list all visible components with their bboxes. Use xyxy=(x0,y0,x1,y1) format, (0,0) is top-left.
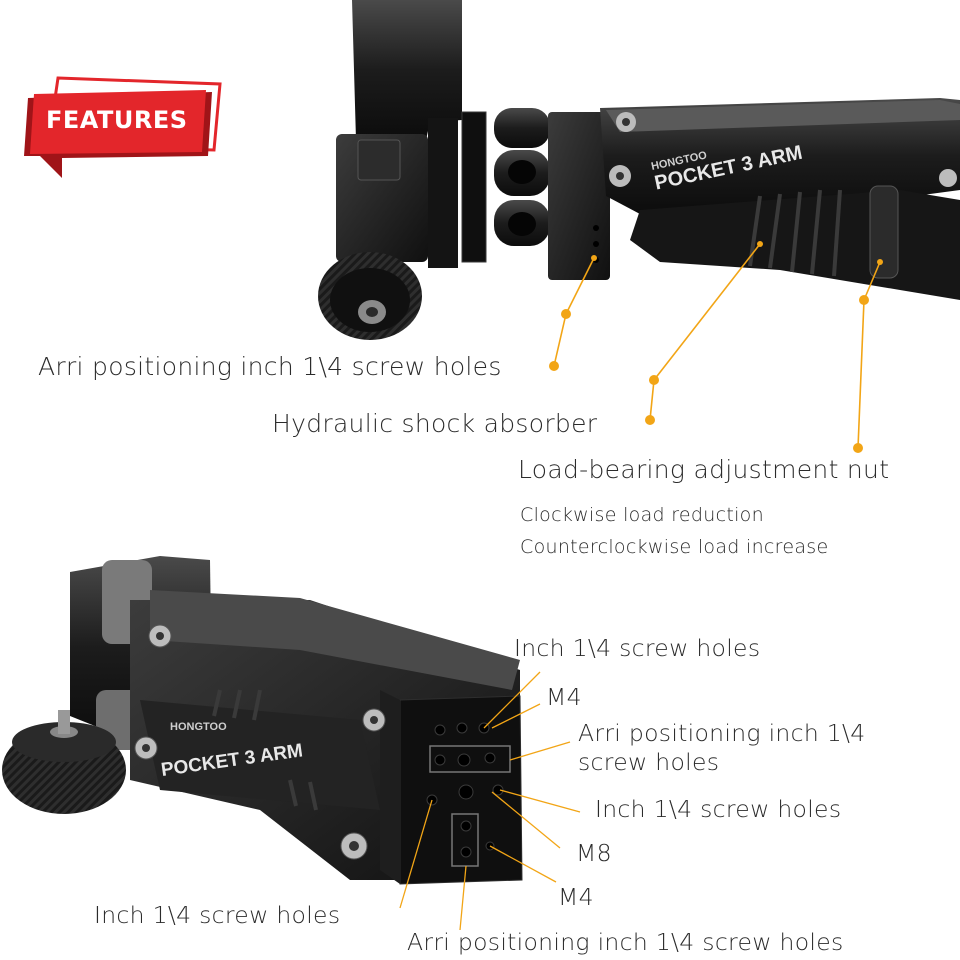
top-callout-dots xyxy=(549,241,883,453)
features-badge xyxy=(24,76,222,178)
top-arm-image: HONGTOO POCKET 3 ARM xyxy=(318,0,960,340)
callout-shock-absorber: Hydraulic shock absorber xyxy=(272,409,598,438)
callout-arri-mid-line1: Arri positioning inch 1\4 xyxy=(578,719,866,747)
callout-inch-holes-left: Inch 1\4 screw holes xyxy=(94,901,341,929)
callout-arri-holes-top: Arri positioning inch 1\4 screw holes xyxy=(38,352,502,381)
bottom-arm-image: HONGTOO POCKET 3 ARM xyxy=(2,556,523,885)
callout-m8: M8 xyxy=(576,839,612,867)
callout-m4-bottom: M4 xyxy=(558,883,594,911)
bottom-callout-lines xyxy=(399,671,581,931)
callout-adjustment-nut: Load-bearing adjustment nut xyxy=(518,455,890,484)
callout-nut-note-2: Counterclockwise load increase xyxy=(520,536,829,558)
features-badge-text: FEATURES xyxy=(46,106,188,134)
callout-arri-holes-bottom: Arri positioning inch 1\4 screw holes xyxy=(407,928,844,956)
callout-inch-holes-top: Inch 1\4 screw holes xyxy=(514,634,761,662)
callout-arri-mid-line2: screw holes xyxy=(578,748,720,776)
top-callout-lines xyxy=(553,243,881,449)
bottom-arm-brand: HONGTOO xyxy=(170,721,227,733)
callout-m4-top: M4 xyxy=(546,683,582,711)
callout-inch-holes-right: Inch 1\4 screw holes xyxy=(595,795,842,823)
callout-nut-note-1: Clockwise load reduction xyxy=(520,504,764,526)
